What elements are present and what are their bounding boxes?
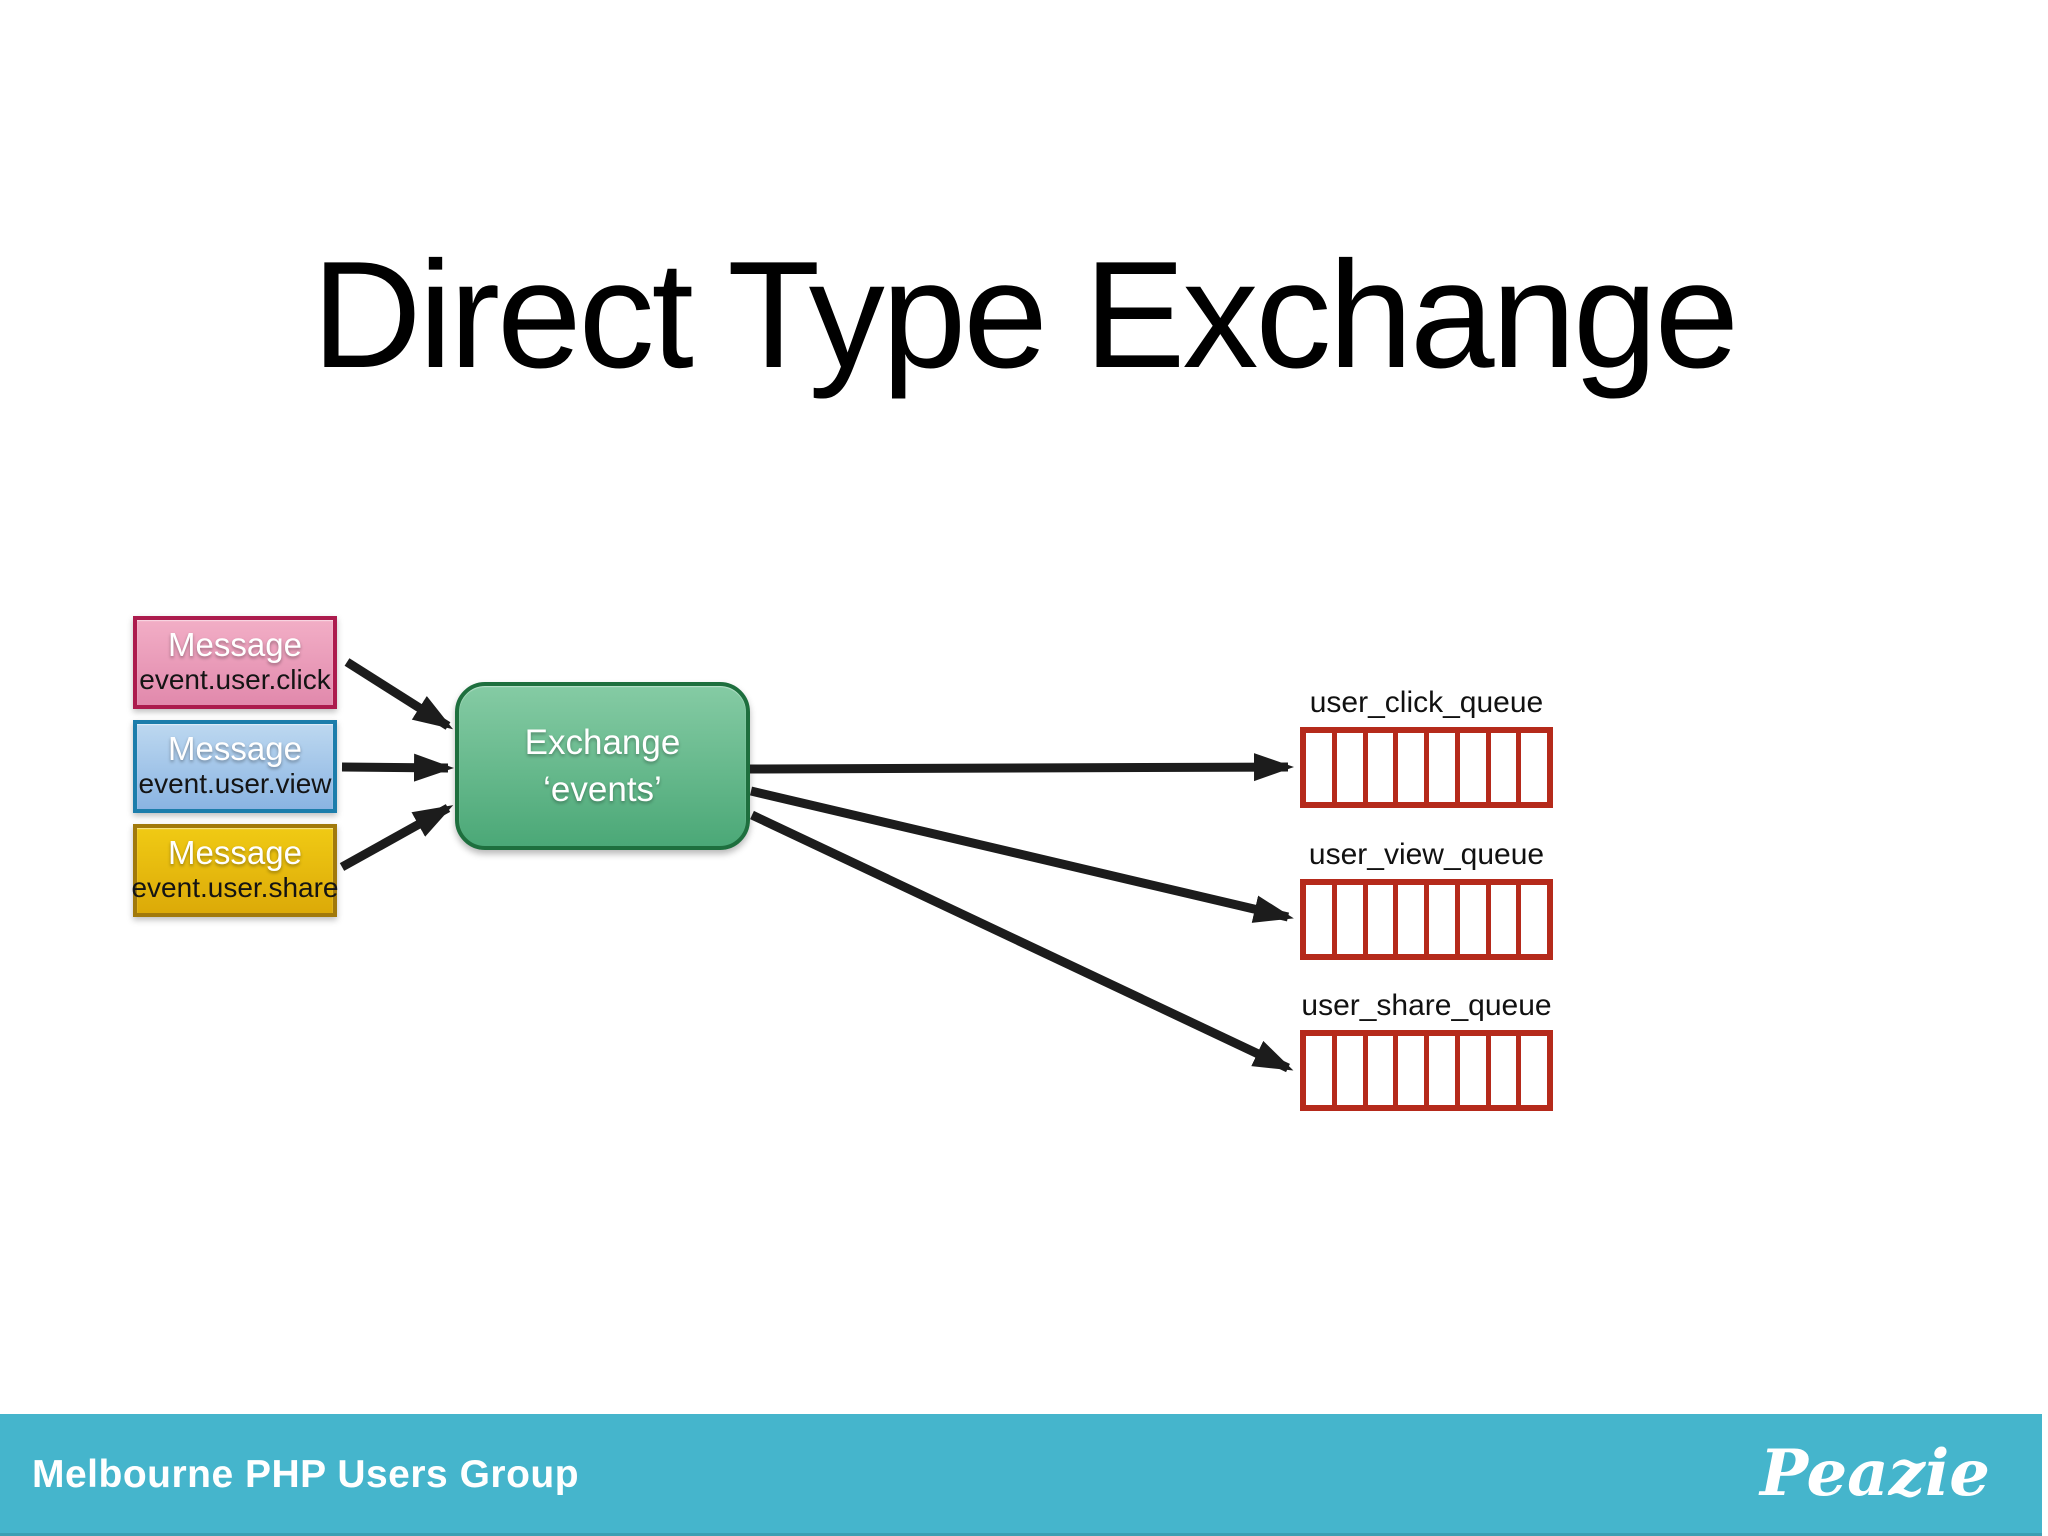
queue-cell: [1521, 1036, 1547, 1105]
queue-cell: [1306, 1036, 1337, 1105]
slide-title: Direct Type Exchange: [311, 229, 1739, 400]
queue-user-click: user_click_queue: [1300, 686, 1553, 808]
exchange-label: Exchange: [524, 722, 681, 762]
queue-label: user_share_queue: [1301, 989, 1552, 1022]
queue-slots: [1300, 1030, 1553, 1111]
queue-cell: [1368, 1036, 1399, 1105]
routing-key: event.user.view: [138, 768, 332, 800]
routing-key: event.user.click: [139, 664, 331, 696]
queue-cell: [1429, 733, 1460, 802]
arrow-share-to-exchange: [339, 804, 454, 871]
peazie-logo: Peazie: [1760, 1436, 1990, 1511]
message-label: Message: [168, 626, 302, 664]
queue-cell: [1398, 733, 1429, 802]
queue-cell: [1368, 885, 1399, 954]
queue-cell: [1337, 1036, 1368, 1105]
queue-cell: [1491, 1036, 1522, 1105]
queue-cell: [1521, 733, 1547, 802]
queue-cell: [1398, 885, 1429, 954]
message-label: Message: [168, 730, 302, 768]
queue-cell: [1429, 1036, 1460, 1105]
queue-cell: [1460, 1036, 1491, 1105]
exchange-node: Exchange ‘events’: [455, 682, 750, 850]
queue-cell: [1337, 733, 1368, 802]
arrow-exchange-to-share-queue: [750, 810, 1294, 1073]
queue-slots: [1300, 879, 1553, 960]
routing-key: event.user.share: [131, 872, 339, 904]
queue-cell: [1398, 1036, 1429, 1105]
arrow-click-to-exchange: [344, 658, 454, 730]
message-box-view: Message event.user.view: [133, 720, 337, 813]
footer-bar: Melbourne PHP Users Group Peazie: [0, 1414, 2048, 1536]
queue-slots: [1300, 727, 1553, 808]
queue-cell: [1306, 885, 1337, 954]
queue-cell: [1521, 885, 1547, 954]
footer-group-name: Melbourne PHP Users Group: [32, 1453, 580, 1496]
queue-cell: [1306, 733, 1337, 802]
queue-label: user_click_queue: [1309, 686, 1544, 719]
message-box-click: Message event.user.click: [133, 616, 337, 709]
queue-label: user_view_queue: [1308, 838, 1545, 871]
queue-cell: [1337, 885, 1368, 954]
queue-cell: [1491, 885, 1522, 954]
arrow-exchange-to-view-queue: [749, 786, 1294, 923]
arrow-exchange-to-click-queue: [749, 753, 1294, 782]
message-box-share: Message event.user.share: [131, 824, 339, 917]
queue-cell: [1460, 885, 1491, 954]
exchange-name: ‘events’: [543, 770, 662, 809]
queue-cell: [1460, 733, 1491, 802]
arrow-view-to-exchange: [341, 753, 454, 782]
queue-user-view: user_view_queue: [1300, 838, 1553, 960]
queue-cell: [1491, 733, 1522, 802]
queue-cell: [1368, 733, 1399, 802]
footer-right-edge: [2042, 1414, 2048, 1536]
queue-cell: [1429, 885, 1460, 954]
queue-user-share: user_share_queue: [1300, 989, 1553, 1111]
message-label: Message: [168, 834, 302, 872]
